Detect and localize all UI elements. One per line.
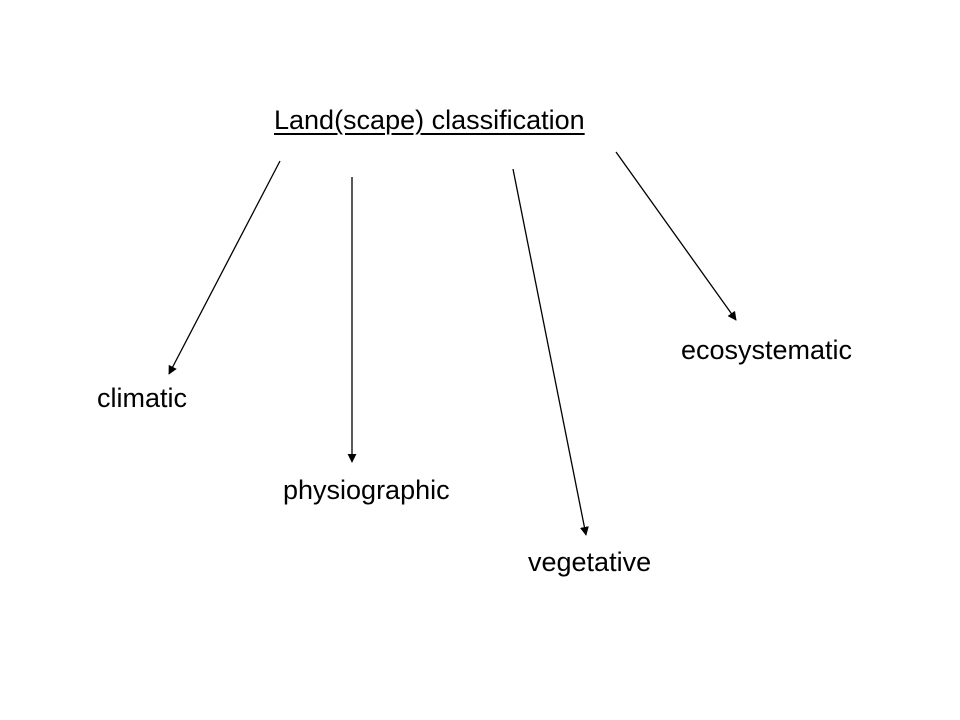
arrow-to-climatic: [168, 160, 281, 375]
arrow-to-ecosystematic: [615, 151, 737, 321]
arrow-to-vegetative: [512, 168, 589, 536]
category-ecosystematic: ecosystematic: [681, 335, 853, 365]
category-physiographic: physiographic: [283, 475, 450, 505]
diagram-title: Land(scape) classification: [274, 105, 585, 135]
category-vegetative: vegetative: [528, 547, 652, 577]
category-climatic: climatic: [97, 383, 188, 413]
